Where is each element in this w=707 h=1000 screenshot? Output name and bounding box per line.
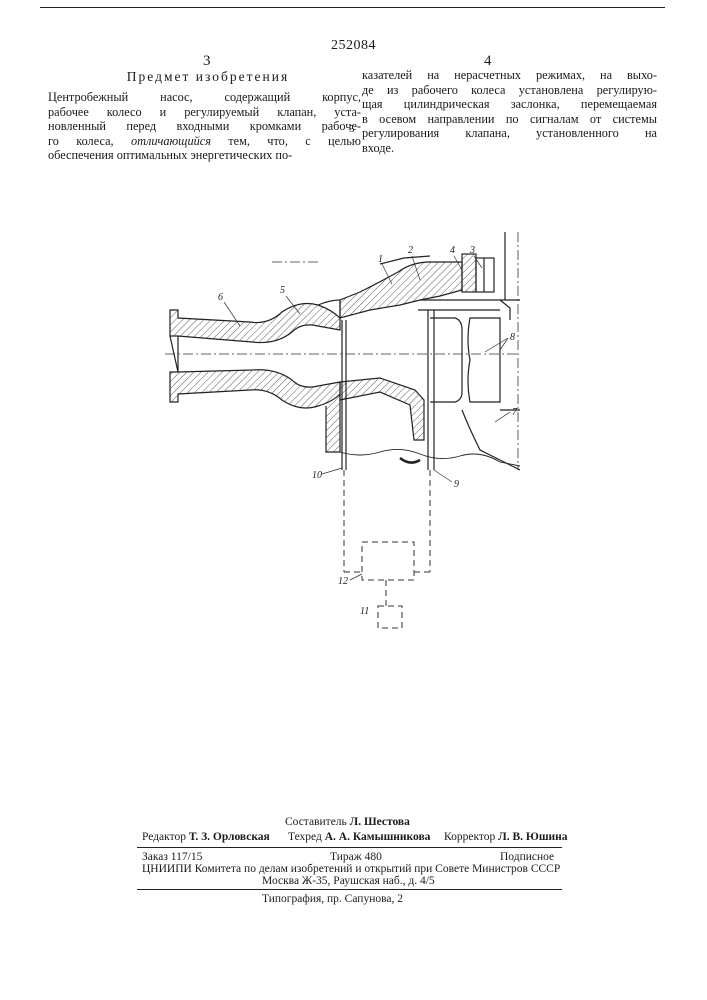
- label-1: 1: [378, 254, 383, 265]
- organization-line: ЦНИИПИ Комитета по делам изобретений и о…: [142, 863, 560, 875]
- sensor-unit-11: [378, 606, 402, 628]
- compiler-label: Составитель: [285, 816, 347, 828]
- corrector-name: Л. В. Юшина: [498, 831, 567, 843]
- editor-credit: Редактор Т. З. Орловская: [142, 831, 270, 843]
- address-line: Москва Ж-35, Раушская наб., д. 4/5: [262, 875, 435, 887]
- inlet-nozzle-upper: [170, 304, 340, 343]
- techred-label: Техред: [288, 831, 322, 843]
- label-8: 8: [510, 332, 515, 343]
- hub-cone: [340, 378, 424, 440]
- techred-credit: Техред А. А. Камышникова: [288, 831, 430, 843]
- label-6: 6: [218, 292, 223, 303]
- techred-name: А. А. Камышникова: [325, 831, 431, 843]
- compiler-name: Л. Шестова: [350, 816, 410, 828]
- label-2: 2: [408, 245, 413, 256]
- subscription: Подписное: [500, 851, 554, 863]
- footer-rule-1: [137, 847, 562, 848]
- circulation: Тираж 480: [330, 851, 382, 863]
- label-10: 10: [312, 470, 322, 481]
- inlet-nozzle-lower: [170, 370, 340, 408]
- label-11: 11: [360, 606, 369, 617]
- label-4: 4: [450, 245, 455, 256]
- footer-rule-2: [137, 889, 562, 890]
- editor-name: Т. З. Орловская: [189, 831, 270, 843]
- corrector-credit: Корректор Л. В. Юшина: [444, 831, 568, 843]
- label-3: 3: [469, 245, 475, 256]
- label-9: 9: [454, 479, 459, 490]
- impeller-blade: [430, 318, 462, 402]
- label-5: 5: [280, 285, 285, 296]
- label-7: 7: [512, 407, 518, 418]
- pump-drawing: 6 5 1 2 4 3 8 7 9 10 12 11: [0, 0, 707, 680]
- control-unit-12: [362, 542, 414, 580]
- editor-label: Редактор: [142, 831, 186, 843]
- compiler-line: Составитель Л. Шестова: [285, 816, 410, 828]
- printer-line: Типография, пр. Сапунова, 2: [262, 893, 403, 905]
- label-12: 12: [338, 576, 348, 587]
- order-number: Заказ 117/15: [142, 851, 202, 863]
- corrector-label: Корректор: [444, 831, 495, 843]
